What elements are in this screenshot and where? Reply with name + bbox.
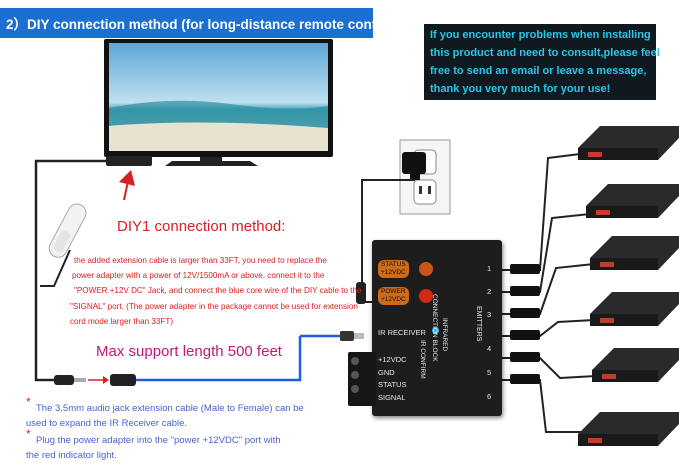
notice-line: this product and need to consult,please … bbox=[430, 47, 660, 59]
power-port[interactable]: POWER +12VDC bbox=[378, 287, 409, 305]
notice-line: If you encounter problems when installin… bbox=[430, 29, 651, 41]
terminal-label-signal: SIGNAL bbox=[378, 393, 406, 402]
page-title: 2）DIY connection method (for long-distan… bbox=[6, 17, 403, 32]
dvd-players bbox=[578, 126, 679, 446]
notice-line: free to send an email or leave a message… bbox=[430, 65, 647, 77]
wall-outlet-icon bbox=[399, 139, 451, 215]
diy-line: "SIGNAL" port. (The power adapter in the… bbox=[70, 301, 358, 311]
dvd-player-icon bbox=[578, 126, 679, 160]
status-jack-icon bbox=[419, 262, 433, 276]
note-line: used to expand the IR Receiver cable. bbox=[26, 418, 188, 429]
terminal-label-status: STATUS bbox=[378, 380, 407, 389]
note-extension-cable: * The 3.5mm audio jack extension cable (… bbox=[26, 395, 304, 431]
emitter-number: 3 bbox=[487, 310, 492, 319]
block-subtitle: CONNECTION BLOCK bbox=[431, 294, 438, 362]
emitter-number: 6 bbox=[487, 392, 492, 401]
note-star: * bbox=[26, 395, 31, 409]
dvd-player-icon bbox=[592, 348, 679, 382]
ir-receiver-port-label: IR RECEIVER bbox=[378, 328, 426, 337]
note-line: Plug the power adapter into the "power +… bbox=[36, 435, 281, 446]
status-voltage: +12VDC bbox=[381, 269, 406, 276]
notice-line: thank you very much for your use! bbox=[430, 83, 611, 95]
power-label: POWER bbox=[381, 288, 406, 295]
block-audio-plug-icon bbox=[340, 331, 354, 341]
note-line: the red indicator light. bbox=[26, 450, 117, 461]
diy-description: the added extension cable is larger than… bbox=[70, 253, 362, 329]
dvd-player-icon bbox=[578, 412, 679, 446]
audio-plug-icon bbox=[54, 375, 74, 385]
terminal-screw-icon bbox=[351, 371, 359, 379]
terminal-label-gnd: GND bbox=[378, 368, 395, 377]
audio-jack-icon bbox=[110, 374, 136, 386]
dvd-player-icon bbox=[590, 236, 679, 270]
ir-confirm-label: IR CONFIRM bbox=[419, 340, 426, 379]
block-title-line2: CONNECTION BLOCK bbox=[431, 294, 438, 362]
tv-ir-receiver-icon bbox=[106, 156, 152, 166]
block-title-line1: INFRARED bbox=[441, 318, 448, 352]
ir-receiver-stick-icon bbox=[48, 203, 87, 258]
note-power-adapter: * Plug the power adapter into the "power… bbox=[26, 427, 281, 463]
terminal-screw-icon bbox=[351, 357, 359, 365]
emitter-number: 2 bbox=[487, 287, 492, 296]
emitters-label: EMITTERS bbox=[475, 306, 482, 342]
diy-line: cord mode larger than 33FT) bbox=[70, 316, 174, 326]
note-line: The 3.5mm audio jack extension cable (Ma… bbox=[36, 403, 304, 414]
header-bar bbox=[0, 8, 373, 38]
terminal-label-12vdc: +12VDC bbox=[378, 355, 407, 364]
diy-line: power adapter with a power of 12V/1500mA… bbox=[72, 271, 325, 281]
status-port[interactable]: STATUS +12VDC bbox=[378, 260, 409, 278]
emitter-number: 4 bbox=[487, 344, 492, 353]
tv-icon bbox=[104, 39, 333, 166]
dvd-player-icon bbox=[586, 184, 679, 218]
contact-notice: If you encounter problems when installin… bbox=[424, 24, 660, 100]
emitter-number: 1 bbox=[487, 264, 492, 273]
power-voltage: +12VDC bbox=[381, 296, 406, 303]
emitter-number: 5 bbox=[487, 368, 492, 377]
dvd-player-icon bbox=[590, 292, 679, 326]
power-jack-icon bbox=[419, 289, 433, 303]
diy-title: DIY1 connection method: bbox=[117, 218, 286, 235]
block-title: INFRARED bbox=[441, 318, 448, 351]
terminal-screw-icon bbox=[351, 385, 359, 393]
diy-line: "POWER +12V DC" Jack, and connect the bl… bbox=[74, 286, 362, 296]
ir-confirm-led-icon bbox=[432, 327, 439, 334]
status-label: STATUS bbox=[381, 261, 406, 268]
diy-line: the added extension cable is larger than… bbox=[74, 256, 327, 265]
max-length-label: Max support length 500 feet bbox=[96, 343, 282, 360]
note-star: * bbox=[26, 427, 31, 441]
